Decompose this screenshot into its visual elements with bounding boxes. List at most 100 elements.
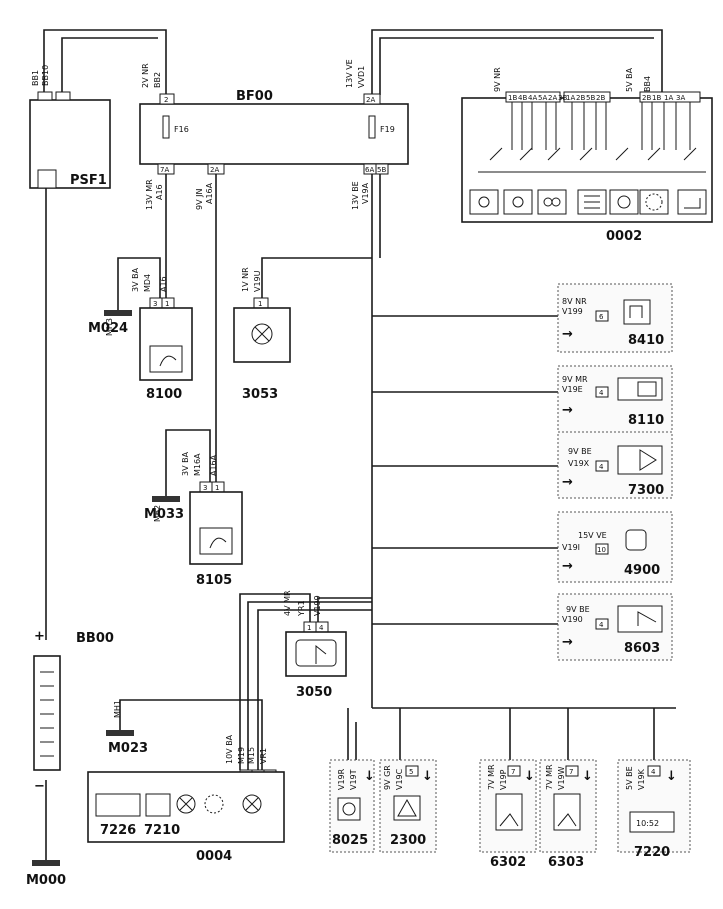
ground-m000: M000 <box>26 860 66 888</box>
c0002-pin-label: 1A <box>566 94 575 102</box>
svg-text:1: 1 <box>307 624 311 632</box>
svg-text:V190: V190 <box>562 615 583 624</box>
module-0004: 10V BA M19 M15 VR1 1 2 3 7226 7210 0004 <box>87 734 285 864</box>
svg-text:13V BE: 13V BE <box>351 181 360 210</box>
svg-text:8V NR: 8V NR <box>562 297 587 306</box>
c0002-pin-label: 4A <box>528 94 537 102</box>
display-7220: 10:52 <box>636 819 659 828</box>
svg-text:M62: M62 <box>153 505 162 522</box>
label-m000: M000 <box>26 873 66 888</box>
svg-text:7V MR: 7V MR <box>487 764 496 790</box>
svg-text:MH1: MH1 <box>113 700 122 718</box>
ground-m033: M62 M033 <box>144 496 184 522</box>
module-6302: 7V MR V19P 7 ↓ 6302 <box>479 759 537 870</box>
fuse-f16 <box>162 115 170 139</box>
svg-text:V199: V199 <box>562 307 583 316</box>
svg-text:→: → <box>562 403 573 418</box>
svg-text:3: 3 <box>203 484 207 492</box>
svg-text:M19: M19 <box>237 747 246 764</box>
label-0004: 0004 <box>196 849 232 864</box>
module-7300: 9V BE V19X 4 → 7300 <box>557 431 673 499</box>
svg-text:7A: 7A <box>160 166 169 174</box>
svg-text:3V BA: 3V BA <box>181 451 190 476</box>
svg-text:VVD1: VVD1 <box>357 66 366 88</box>
fuse-f19 <box>368 115 376 139</box>
svg-text:F16: F16 <box>174 125 189 134</box>
svg-text:4: 4 <box>599 463 604 471</box>
svg-text:F19: F19 <box>380 125 395 134</box>
svg-text:V19A: V19A <box>361 182 370 204</box>
label-7220: 7220 <box>634 845 670 860</box>
label-8110: 8110 <box>628 413 664 428</box>
label-8603: 8603 <box>624 641 660 656</box>
svg-text:1: 1 <box>165 300 169 308</box>
c0002-pin-label: 5B <box>586 94 595 102</box>
module-7220: 5V BE V19K 4 ↓ 10:52 7220 <box>617 759 691 860</box>
svg-text:3V BA: 3V BA <box>131 267 140 292</box>
svg-text:5: 5 <box>409 768 413 776</box>
svg-text:5V BA: 5V BA <box>625 67 634 92</box>
svg-text:3: 3 <box>153 300 157 308</box>
svg-text:M15: M15 <box>247 747 256 764</box>
svg-text:9V BE: 9V BE <box>568 447 592 456</box>
module-4900: 15V VE V19I 10 → 4900 <box>557 511 673 583</box>
svg-text:2A: 2A <box>366 96 375 104</box>
c0002-pin-label: 2A <box>548 94 557 102</box>
module-6303: 7V MR V19W 7 ↓ 6303 <box>539 759 597 870</box>
module-8105: 3V BA M16A A16A 3 1 8105 <box>181 451 243 588</box>
svg-text:VR1: VR1 <box>259 748 268 764</box>
module-3053: 1V NR V19U 1 3053 <box>233 267 291 402</box>
svg-text:5V BE: 5V BE <box>625 766 634 790</box>
module-8603: 9V BE V190 4 → 8603 <box>557 593 673 661</box>
svg-text:M16A: M16A <box>193 453 202 476</box>
svg-text:4: 4 <box>319 624 324 632</box>
label-7226: 7226 <box>100 823 136 838</box>
svg-text:V19E: V19E <box>562 385 583 394</box>
svg-text:−: − <box>34 779 45 794</box>
label-0002: 0002 <box>606 229 642 244</box>
svg-text:5B: 5B <box>377 166 386 174</box>
label-8025: 8025 <box>332 833 368 848</box>
c0002-pin-label: 1B <box>508 94 517 102</box>
label-6302: 6302 <box>490 855 526 870</box>
module-0002: 9V NR 5V BA BB4 00 <box>461 67 713 244</box>
wire-bb10: BB10 <box>41 65 50 86</box>
svg-text:YR1: YR1 <box>297 600 306 617</box>
svg-text:V19K: V19K <box>637 768 646 790</box>
label-2300: 2300 <box>390 833 426 848</box>
module-3050: 4V MR YR1 V199 1 4 3050 <box>283 590 347 700</box>
switch-icons <box>469 189 707 215</box>
svg-text:→: → <box>562 559 573 574</box>
svg-text:A16A: A16A <box>205 182 214 204</box>
battery-bb00: + BB00 − <box>33 629 114 794</box>
wire-bb1: BB1 <box>31 70 40 86</box>
svg-text:A16A: A16A <box>209 454 218 476</box>
c0002-pin-label: 3A <box>676 94 685 102</box>
svg-text:MD4: MD4 <box>143 274 152 292</box>
svg-text:4: 4 <box>599 621 604 629</box>
svg-text:13V VE: 13V VE <box>345 59 354 88</box>
module-8110: 9V MR V19E 4 → 8110 <box>557 365 673 433</box>
label-7300: 7300 <box>628 483 664 498</box>
c0002-pin-label: 2B <box>596 94 605 102</box>
c0002-pin-label: 2B <box>642 94 651 102</box>
svg-text:7: 7 <box>511 768 515 776</box>
svg-text:MH3: MH3 <box>105 318 114 336</box>
svg-text:V19U: V19U <box>253 270 262 292</box>
ground-m023: MH1 M023 <box>106 700 148 756</box>
svg-text:↓: ↓ <box>582 769 593 784</box>
svg-text:→: → <box>562 475 573 490</box>
svg-text:10: 10 <box>597 546 606 554</box>
svg-text:→: → <box>562 635 573 650</box>
svg-text:↓: ↓ <box>524 769 535 784</box>
svg-text:V199: V199 <box>313 595 322 616</box>
psf1-module: BB1 BB10 PSF1 <box>29 65 111 189</box>
label-m033: M033 <box>144 507 184 522</box>
label-8105: 8105 <box>196 573 232 588</box>
svg-text:9V MR: 9V MR <box>562 375 588 384</box>
svg-text:9V GR: 9V GR <box>383 765 392 790</box>
svg-text:V19P: V19P <box>499 769 508 790</box>
svg-text:V19X: V19X <box>568 459 590 468</box>
module-8100: 3V BA MD4 A16 3 1 8100 <box>131 267 193 402</box>
